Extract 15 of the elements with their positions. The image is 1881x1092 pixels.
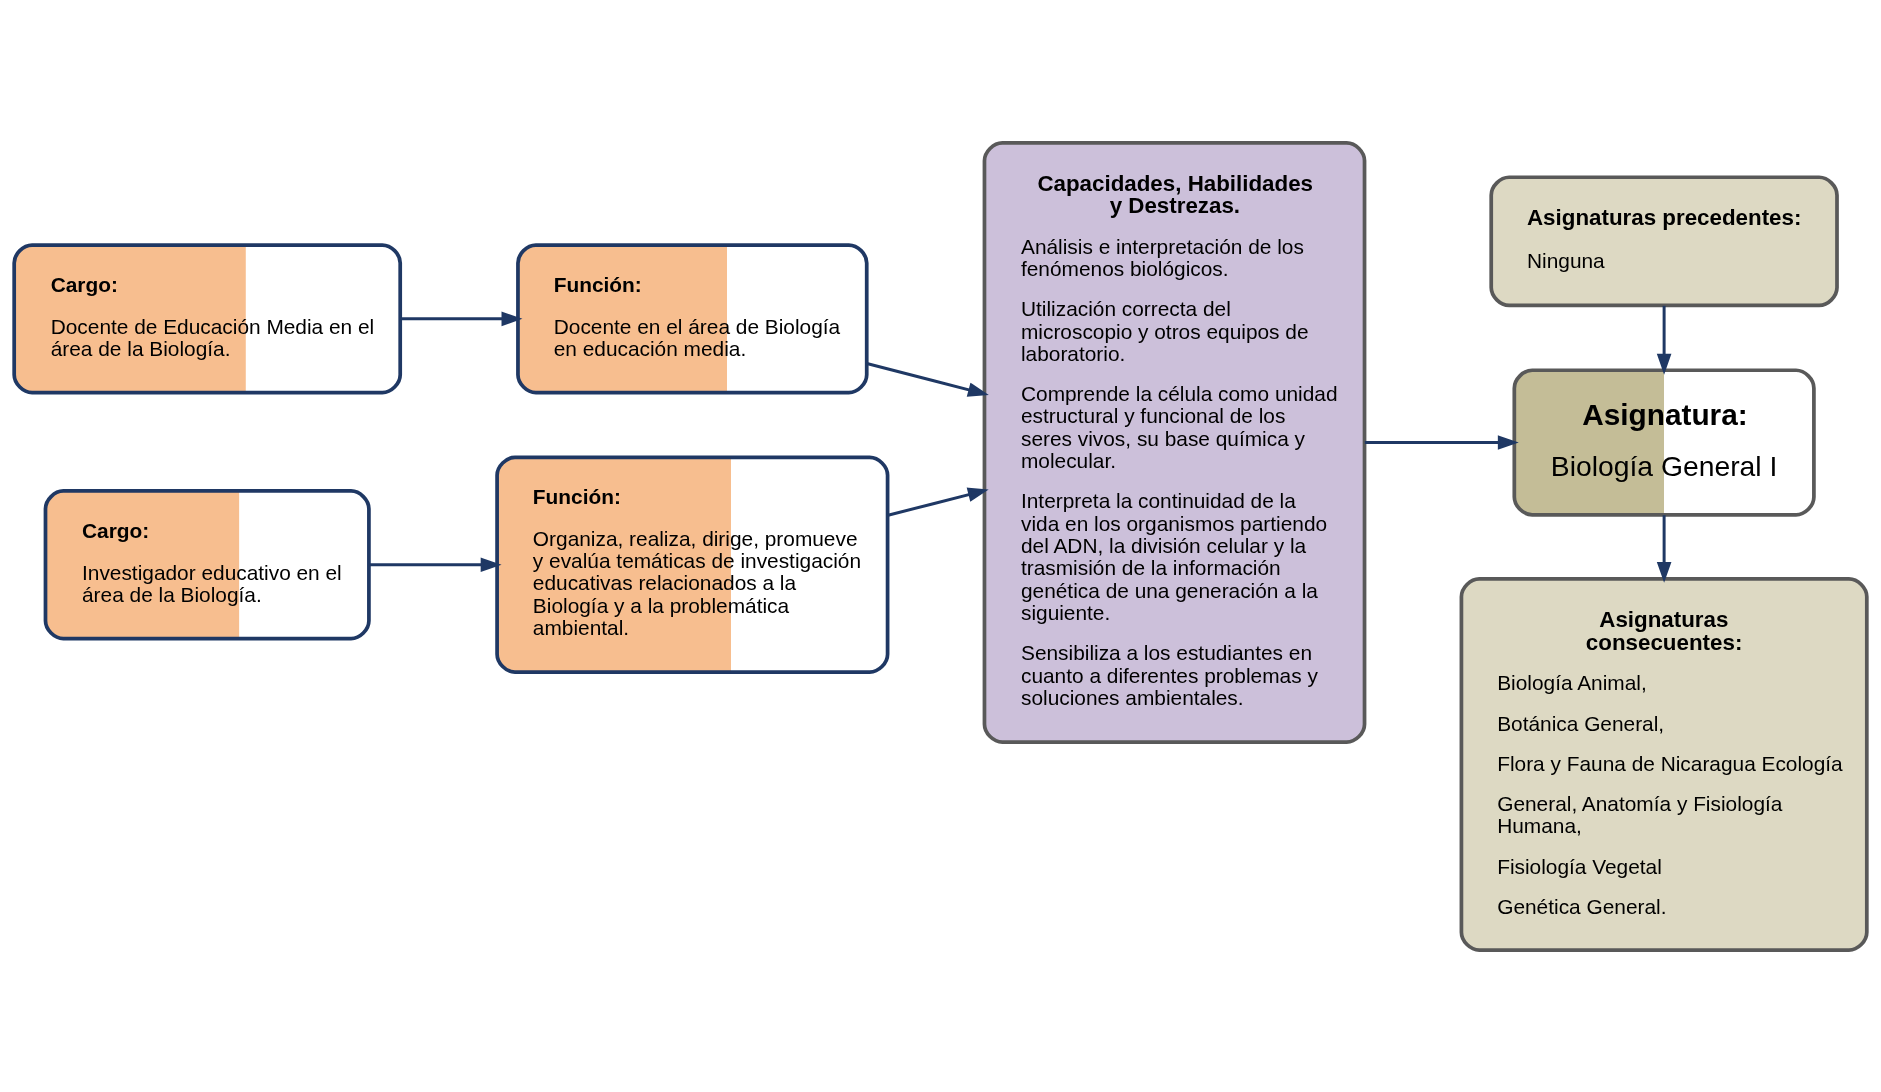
arrow — [1656, 514, 1672, 583]
node-box: Cargo: Investigador educativo en el área de la Biología. — [43, 488, 371, 640]
node-box: Función: Docente en el área de Biología en educación media. — [516, 242, 869, 394]
node-box: Asignaturas precedentes: Ninguna — [1489, 174, 1839, 307]
arrow — [887, 487, 989, 517]
node-box: Asignatura: Biología General I — [1512, 367, 1816, 517]
node-box: Asignaturas consecuentes: Biología Animal, Botánica General, Flora y Fauna de Nicaragua Ecología General, Anatomía y Fisiología Humana, Fisiología Vegetal Genética General. — [1459, 576, 1869, 952]
arrow — [369, 556, 502, 572]
node-box: Función: Organiza, realiza, dirige, promueve y evalúa temáticas de investigación educativas relacionados a la Biología y a la problemática ambiental. — [495, 455, 890, 674]
arrow — [866, 361, 989, 397]
arrow — [1364, 434, 1519, 450]
node-box: Cargo: Docente de Educación Media en el área de la Biología. — [12, 242, 403, 394]
arrow — [1656, 305, 1672, 375]
arrow — [400, 311, 523, 326]
node-box: Capacidades, Habilidades y Destrezas. Análisis e interpretación de los fenómenos biológicos. Utilización correcta del microscopio y otros equipos de laboratorio. Comprende la célula como unidad estructural y funcional de los seres vivos, su base química y molecular. Interpreta la continuidad de la vida en los organismos partiendo del ADN, la división celular y la trasmisión de la información genética de una generación a la siguiente. Sensibiliza a los estudiantes en cuanto a diferentes problemas y soluciones ambientales. — [982, 140, 1367, 744]
